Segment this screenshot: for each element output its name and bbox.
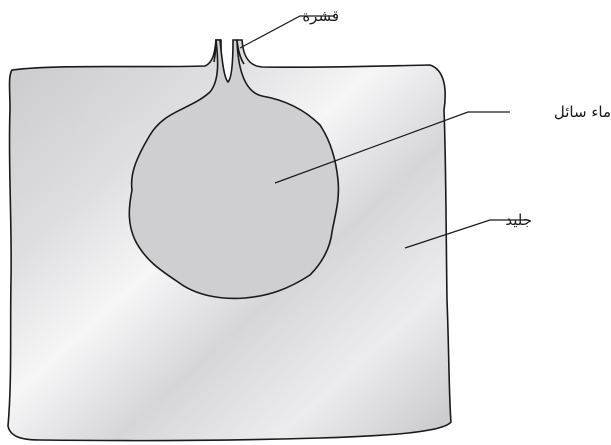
liquid-water-label: ماء سائل bbox=[554, 103, 611, 121]
ice-label: جليد bbox=[505, 211, 532, 229]
crust-label: قشرة bbox=[302, 7, 339, 25]
